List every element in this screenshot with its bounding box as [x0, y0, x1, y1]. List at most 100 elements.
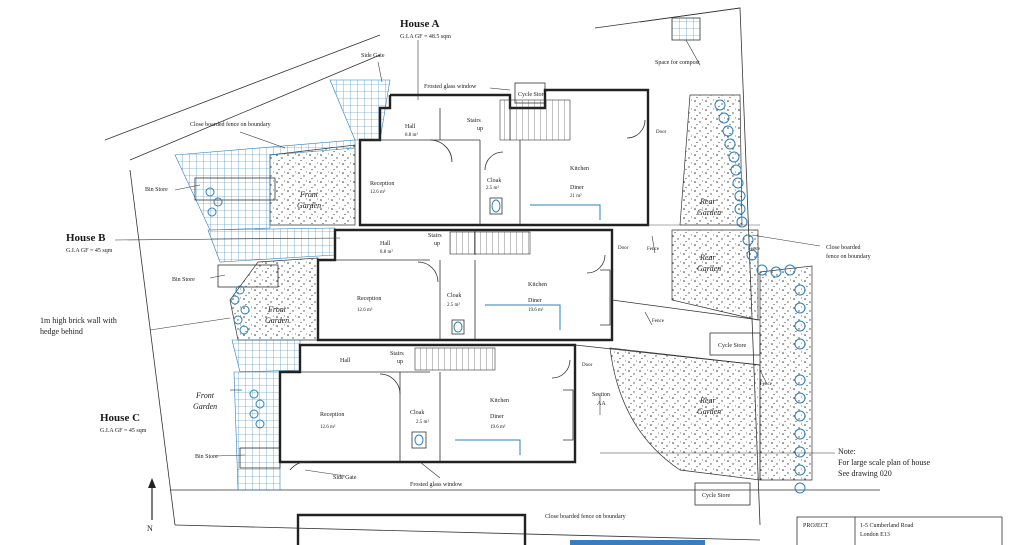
house-b-cloak-area: 2.5 m²	[447, 302, 460, 308]
section-label-1: Section	[592, 392, 610, 398]
house-a-hall-area: 8.8 m²	[405, 132, 418, 138]
brick-wall-label-2: hedge behind	[40, 327, 83, 336]
house-b-kitchen-label: Kitchen	[528, 282, 547, 288]
front-garden-b	[229, 257, 319, 341]
house-a-hall-label: Hall	[405, 124, 416, 130]
house-a-cloak-label: Cloak	[487, 178, 501, 184]
rear-garden-b-label-1: Rear	[699, 253, 716, 262]
house-a-reception-label: Reception	[370, 181, 394, 187]
note-line-2: For large scale plan of house	[838, 458, 930, 467]
house-b-stairs-up: up	[434, 241, 440, 247]
front-garden-b-label-1: Front	[267, 305, 287, 314]
house-c-title: House C	[100, 412, 140, 424]
note-line-1: Note:	[838, 447, 856, 456]
labels: House A G.I.A GF = 48.5 sqm House B G.I.…	[40, 18, 930, 538]
compost-area	[671, 17, 701, 41]
house-a-diner-area: 21 m²	[570, 193, 582, 199]
section-label-2: AA	[597, 401, 606, 407]
house-b-walls	[316, 228, 614, 342]
house-b-hall-label: Hall	[380, 241, 391, 247]
gardens	[229, 94, 813, 481]
frosted-window-top-label: Frosted glass window	[424, 84, 477, 90]
title-block-project-label: PROJECT	[803, 523, 829, 529]
rear-garden-a-label-1: Rear	[699, 197, 716, 206]
house-c-kitchen-label: Kitchen	[490, 398, 509, 404]
frosted-window-bottom-label: Frosted glass window	[410, 482, 463, 488]
side-gate-top-label: Side Gate	[361, 53, 385, 59]
front-garden-c-label-1: Front	[195, 391, 215, 400]
house-b-diner-area: 19.6 m²	[528, 307, 544, 313]
house-b-hall-area: 8.8 m²	[380, 249, 393, 255]
house-b-gia: G.I.A GF = 45 sqm	[66, 248, 113, 254]
title-block	[796, 516, 1003, 545]
house-b-title: House B	[66, 232, 106, 244]
front-garden-a-label-2: Garden	[297, 201, 321, 210]
site-boundaries	[104, 7, 880, 541]
leader-lines	[114, 39, 835, 479]
house-c-diner-label: Diner	[490, 414, 504, 420]
fence-bottom-label: Close boarded fence on boundary	[545, 513, 626, 520]
rear-garden-c-label-1: Rear	[699, 396, 716, 405]
house-b-reception-label: Reception	[357, 296, 381, 302]
house-a-stairs-up: up	[477, 126, 483, 132]
cycle-store-a-label: Cycle Store	[518, 92, 546, 98]
rear-garden-a-label-2: Garden	[697, 208, 721, 217]
house-b-cloak-label: Cloak	[447, 293, 461, 299]
title-block-project-line2: London E13	[860, 532, 890, 538]
plot-fences	[574, 224, 761, 366]
brick-wall-label-1: 1m high brick wall with	[40, 316, 117, 325]
cycle-store-b-box	[709, 332, 761, 356]
house-b-stairs-label: Stairs	[428, 233, 442, 239]
house-a-door-label: Door	[656, 130, 667, 135]
house-a-gia: G.I.A GF = 48.5 sqm	[400, 34, 451, 40]
house-a-stairs-label: Stairs	[467, 118, 481, 124]
house-c-walls	[278, 343, 577, 471]
side-gate-bottom-label: Side Gate	[333, 475, 357, 481]
house-b-reception-area: 12.6 m²	[357, 307, 373, 313]
fence-top-left-label: Close boarded fence on boundary	[190, 121, 271, 128]
fence-bc-label: Fence	[652, 319, 665, 324]
rear-garden-c	[609, 347, 761, 481]
house-a-kitchen-label: Kitchen	[570, 166, 589, 172]
north-arrow	[148, 478, 156, 520]
fence-right-label-1: Close boarded	[826, 245, 861, 251]
cycle-store-c-label: Cycle Store	[702, 493, 730, 499]
fence-right-label-2: fence on boundary	[826, 253, 871, 260]
rear-garden-b-label-2: Garden	[697, 264, 721, 273]
house-c-cloak-area: 2.5 m²	[416, 419, 429, 425]
house-c-gia: G.I.A GF = 45 sqm	[100, 428, 147, 434]
house-c-reception-area: 12.6 m²	[320, 424, 336, 430]
fence-ab-label: Fence	[647, 247, 660, 252]
front-garden-c-label-2: Garden	[193, 402, 217, 411]
house-a-reception-area: 12.6 m²	[370, 189, 386, 195]
compost-label: Space for compost	[655, 59, 700, 66]
note-line-3: See drawing 020	[838, 469, 892, 478]
house-c-door-label: Door	[582, 363, 593, 368]
fence-bc2-label: Fence	[760, 382, 773, 387]
plan-fragment-bottom	[296, 513, 705, 545]
house-c-stairs-label: Stairs	[390, 351, 404, 357]
hedge-row-left	[205, 187, 265, 429]
site-stores	[514, 17, 761, 506]
house-c-reception-label: Reception	[320, 412, 344, 418]
house-b-diner-label: Diner	[528, 298, 542, 304]
front-garden-b-label-2: Garden	[265, 316, 289, 325]
front-garden-a	[269, 144, 356, 226]
paving	[174, 79, 391, 491]
hedge-row-right	[714, 99, 806, 494]
house-c-cloak-label: Cloak	[410, 410, 424, 416]
house-a-cloak-area: 2.5 m²	[486, 185, 499, 191]
rear-garden-c-label-2: Garden	[697, 407, 721, 416]
side-garden-right	[759, 265, 813, 481]
house-b-door-label: Door	[618, 246, 629, 251]
bin-store-a-label: Bin Store	[145, 187, 168, 193]
cycle-store-c-box	[694, 482, 751, 506]
cycle-store-b-label: Cycle Store	[718, 343, 746, 349]
bin-store-b-label: Bin Store	[172, 277, 195, 283]
house-c-stairs-up: up	[397, 359, 403, 365]
house-a-walls	[358, 88, 650, 227]
house-a-title: House A	[400, 18, 439, 30]
north-label: N	[147, 524, 153, 533]
